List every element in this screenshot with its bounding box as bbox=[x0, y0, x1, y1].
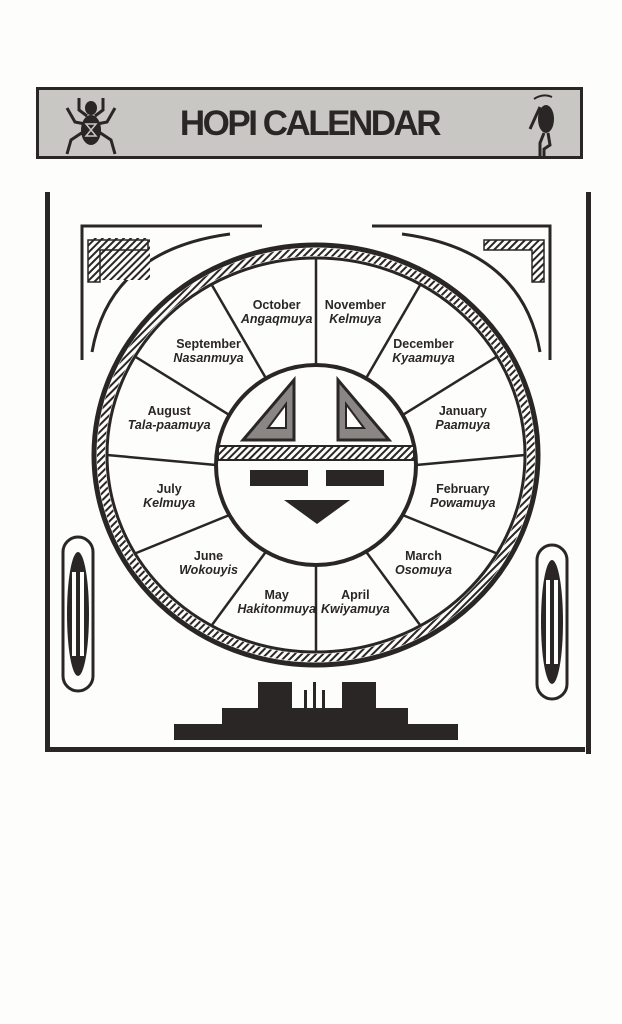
english-month-name: February bbox=[436, 482, 490, 496]
spider-icon bbox=[65, 98, 117, 155]
month-divider bbox=[401, 355, 498, 417]
english-month-name: October bbox=[253, 298, 301, 312]
month-divider bbox=[402, 513, 498, 555]
english-month-name: January bbox=[439, 404, 487, 418]
month-divider bbox=[210, 283, 268, 380]
title-banner: HOPI CALENDAR bbox=[36, 87, 583, 159]
english-month-name: November bbox=[325, 298, 386, 312]
month-divider bbox=[134, 513, 230, 555]
hopi-month-name: Kelmuya bbox=[329, 312, 381, 326]
month-divider bbox=[364, 283, 422, 380]
english-month-name: June bbox=[194, 549, 223, 563]
month-divider bbox=[134, 355, 231, 417]
month-divider bbox=[106, 453, 217, 467]
english-month-name: April bbox=[341, 588, 369, 602]
hopi-month-name: Angaqmuya bbox=[240, 312, 313, 326]
hopi-month-name: Hakitonmuya bbox=[237, 602, 316, 616]
english-month-name: September bbox=[176, 337, 241, 351]
hopi-month-name: Powamuya bbox=[430, 496, 495, 510]
english-month-name: March bbox=[405, 549, 442, 563]
hopi-month-name: Paamuya bbox=[435, 418, 490, 432]
hopi-month-name: Tala-paamuya bbox=[128, 418, 211, 432]
hopi-month-name: Kelmuya bbox=[143, 496, 195, 510]
stepped-pueblo-base bbox=[174, 682, 458, 740]
hopi-month-name: Osomuya bbox=[395, 563, 452, 577]
corner-decoration-left bbox=[80, 224, 262, 360]
hopi-month-name: Kwiyamuya bbox=[321, 602, 390, 616]
english-month-name: May bbox=[264, 588, 288, 602]
hopi-month-name: Kyaamuya bbox=[392, 351, 455, 365]
side-shield-left bbox=[61, 535, 95, 693]
hopi-month-name: Wokouyis bbox=[179, 563, 238, 577]
month-dividers bbox=[106, 258, 526, 652]
page-title: HOPI CALENDAR bbox=[179, 104, 442, 143]
english-month-name: August bbox=[148, 404, 192, 418]
english-month-name: July bbox=[157, 482, 182, 496]
hopi-month-name: Nasanmuya bbox=[173, 351, 243, 365]
corner-decoration-right bbox=[372, 224, 552, 360]
english-month-name: December bbox=[393, 337, 454, 351]
month-divider bbox=[415, 453, 526, 467]
side-shield-right bbox=[535, 543, 569, 701]
frame bbox=[45, 192, 591, 754]
sun-face-center bbox=[214, 363, 418, 567]
month-divider bbox=[210, 550, 268, 627]
month-divider bbox=[364, 550, 422, 627]
kachina-figure-icon bbox=[528, 94, 554, 159]
